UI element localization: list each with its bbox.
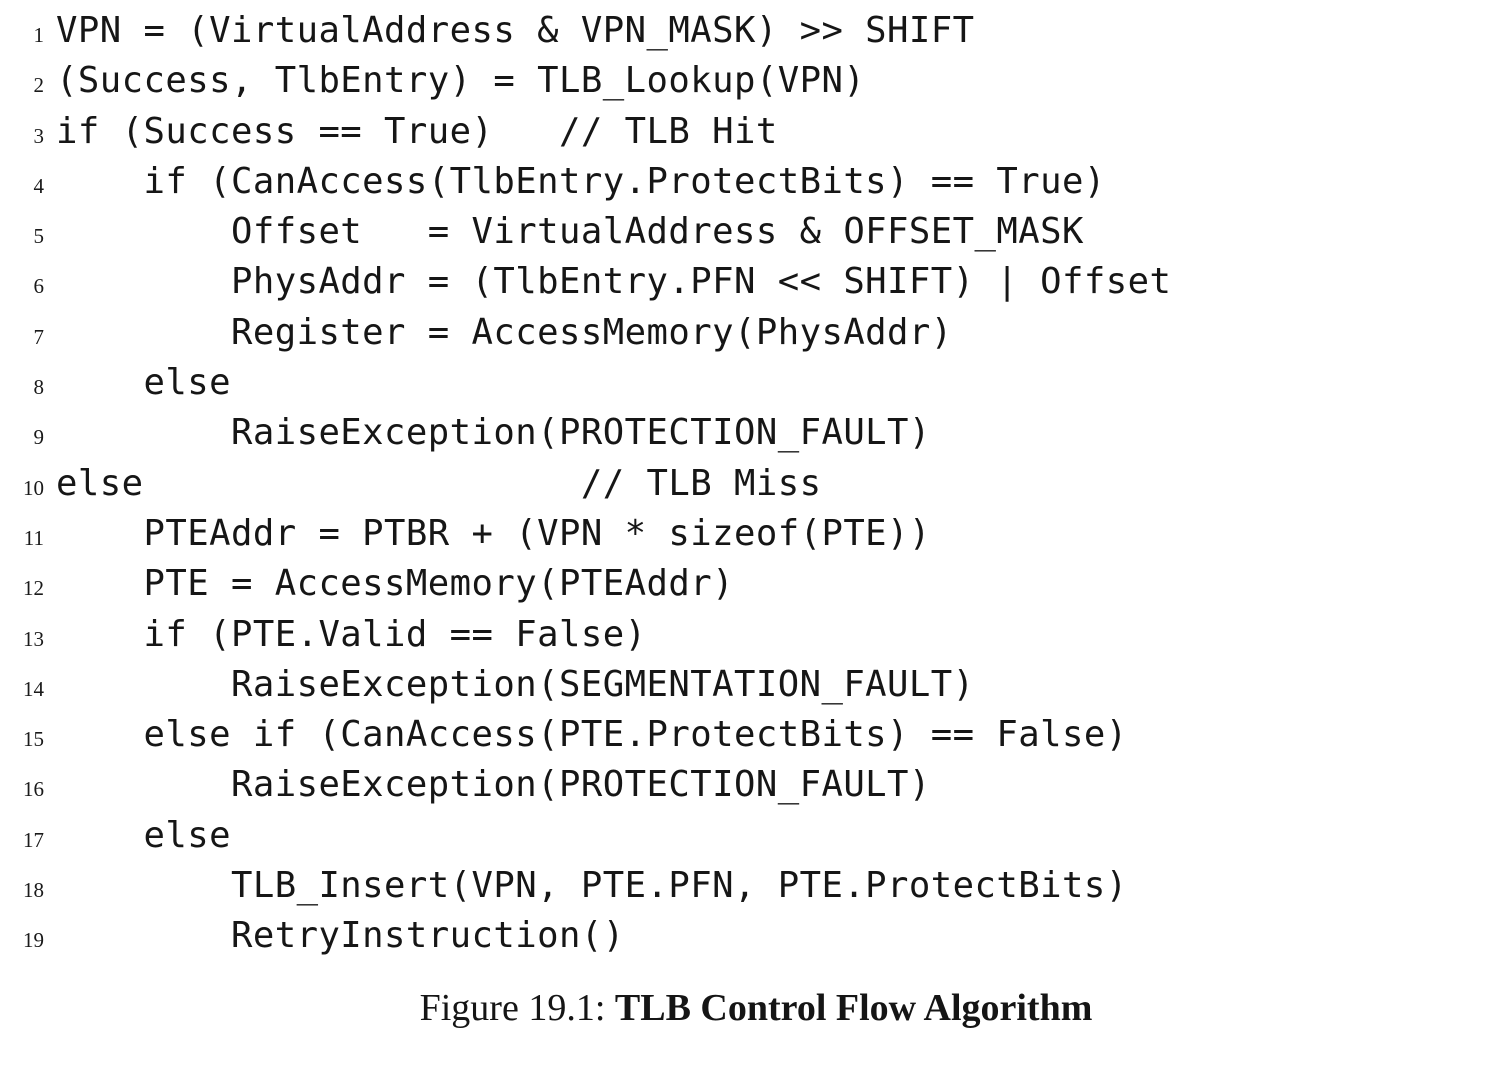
code-line-text: VPN = (VirtualAddress & VPN_MASK) >> SHI… <box>56 10 975 51</box>
code-line-text: else <box>56 814 231 856</box>
line-number: 18 <box>23 878 44 903</box>
code-line-row: 10 else // TLB Miss <box>0 459 1512 509</box>
line-number: 9 <box>33 425 45 450</box>
line-number: 16 <box>23 777 44 802</box>
code-line-text: RaiseException(SEGMENTATION_FAULT) <box>56 663 975 705</box>
code-line-row: 6 PhysAddr = (TlbEntry.PFN << SHIFT) | O… <box>0 257 1512 307</box>
figure-caption: Figure 19.1: TLB Control Flow Algorithm <box>0 985 1512 1031</box>
code-line-row: 16 RaiseException(PROTECTION_FAULT) <box>0 760 1512 810</box>
code-line-row: 11 PTEAddr = PTBR + (VPN * sizeof(PTE)) <box>0 509 1512 559</box>
line-number: 10 <box>23 475 44 500</box>
line-number: 2 <box>33 73 45 98</box>
code-line-text: if (PTE.Valid == False) <box>56 613 647 655</box>
code-listing: 1 VPN = (VirtualAddress & VPN_MASK) >> S… <box>0 6 1512 962</box>
code-line-row: 15 else if (CanAccess(PTE.ProtectBits) =… <box>0 710 1512 760</box>
code-line-text: else <box>56 362 231 404</box>
line-number: 3 <box>33 123 45 148</box>
line-number: 1 <box>33 23 45 47</box>
code-line-text: (Success, TlbEntry) = TLB_Lookup(VPN) <box>56 60 866 102</box>
line-number: 11 <box>23 525 44 550</box>
code-line-row: 7 Register = AccessMemory(PhysAddr) <box>0 308 1512 358</box>
code-line-text: TLB_Insert(VPN, PTE.PFN, PTE.ProtectBits… <box>56 865 1128 907</box>
code-line-text: PTE = AccessMemory(PTEAddr) <box>56 563 734 605</box>
code-line-row: 18 TLB_Insert(VPN, PTE.PFN, PTE.ProtectB… <box>0 861 1512 911</box>
line-number: 7 <box>33 324 45 349</box>
line-number: 15 <box>23 727 44 752</box>
code-line-row: 14 RaiseException(SEGMENTATION_FAULT) <box>0 660 1512 710</box>
code-line-text: else // TLB Miss <box>56 462 822 504</box>
code-line-row: 13 if (PTE.Valid == False) <box>0 610 1512 660</box>
code-line-row: 8 else <box>0 358 1512 408</box>
code-line-row: 19 RetryInstruction() <box>0 911 1512 961</box>
code-line-text: if (Success == True) // TLB Hit <box>56 110 778 152</box>
code-line-text: Register = AccessMemory(PhysAddr) <box>56 311 953 353</box>
figure-caption-title: TLB Control Flow Algorithm <box>614 987 1093 1029</box>
caption-space <box>605 987 615 1029</box>
line-number: 19 <box>23 928 44 953</box>
line-number: 17 <box>23 827 44 852</box>
code-line-row: 9 RaiseException(PROTECTION_FAULT) <box>0 408 1512 458</box>
figure-caption-label: Figure 19.1: <box>419 987 606 1029</box>
line-number: 5 <box>33 224 45 249</box>
code-line-row: 3 if (Success == True) // TLB Hit <box>0 107 1512 157</box>
line-number: 8 <box>33 375 45 400</box>
code-line-text: RetryInstruction() <box>56 915 625 957</box>
line-number: 13 <box>23 626 44 651</box>
code-line-row: 5 Offset = VirtualAddress & OFFSET_MASK <box>0 207 1512 257</box>
code-line-row: 17 else <box>0 811 1512 861</box>
code-line-row: 12 PTE = AccessMemory(PTEAddr) <box>0 559 1512 609</box>
line-number: 12 <box>23 576 44 601</box>
code-line-text: Offset = VirtualAddress & OFFSET_MASK <box>56 211 1084 253</box>
code-line-text: else if (CanAccess(PTE.ProtectBits) == F… <box>56 714 1128 756</box>
code-line-text: RaiseException(PROTECTION_FAULT) <box>56 764 931 806</box>
code-line-row: 2 (Success, TlbEntry) = TLB_Lookup(VPN) <box>0 56 1512 106</box>
code-line-text: if (CanAccess(TlbEntry.ProtectBits) == T… <box>56 160 1106 202</box>
code-line-row: 1 VPN = (VirtualAddress & VPN_MASK) >> S… <box>0 6 1512 56</box>
code-line-text: PTEAddr = PTBR + (VPN * sizeof(PTE)) <box>56 512 931 554</box>
code-line-row: 4 if (CanAccess(TlbEntry.ProtectBits) ==… <box>0 157 1512 207</box>
code-line-text: RaiseException(PROTECTION_FAULT) <box>56 412 931 454</box>
line-number: 14 <box>23 676 44 701</box>
line-number: 4 <box>33 173 45 198</box>
line-number: 6 <box>33 274 45 299</box>
code-line-text: PhysAddr = (TlbEntry.PFN << SHIFT) | Off… <box>56 261 1172 303</box>
